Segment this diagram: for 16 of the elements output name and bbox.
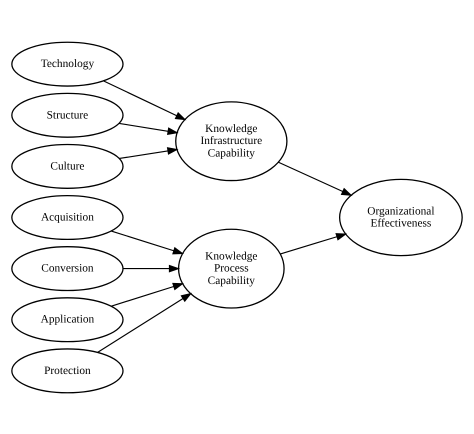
arrow (111, 230, 184, 254)
node-ellipse: Culture (11, 143, 124, 188)
arrow (119, 146, 179, 159)
node-ellipse: Application (11, 296, 124, 342)
arrow (280, 232, 348, 254)
node-ellipse: Conversion (11, 246, 124, 291)
node-ellipse: Acquisition (11, 194, 124, 240)
arrow (278, 161, 353, 196)
node-ellipse: Technology (11, 41, 124, 86)
node-ellipse: Structure (11, 92, 124, 138)
arrow (103, 80, 186, 120)
node-ellipse: Knowledge Process Capability (178, 228, 285, 308)
arrow (111, 282, 184, 306)
arrow (123, 264, 180, 272)
node-ellipse: Protection (11, 348, 124, 393)
arrow (119, 122, 179, 135)
